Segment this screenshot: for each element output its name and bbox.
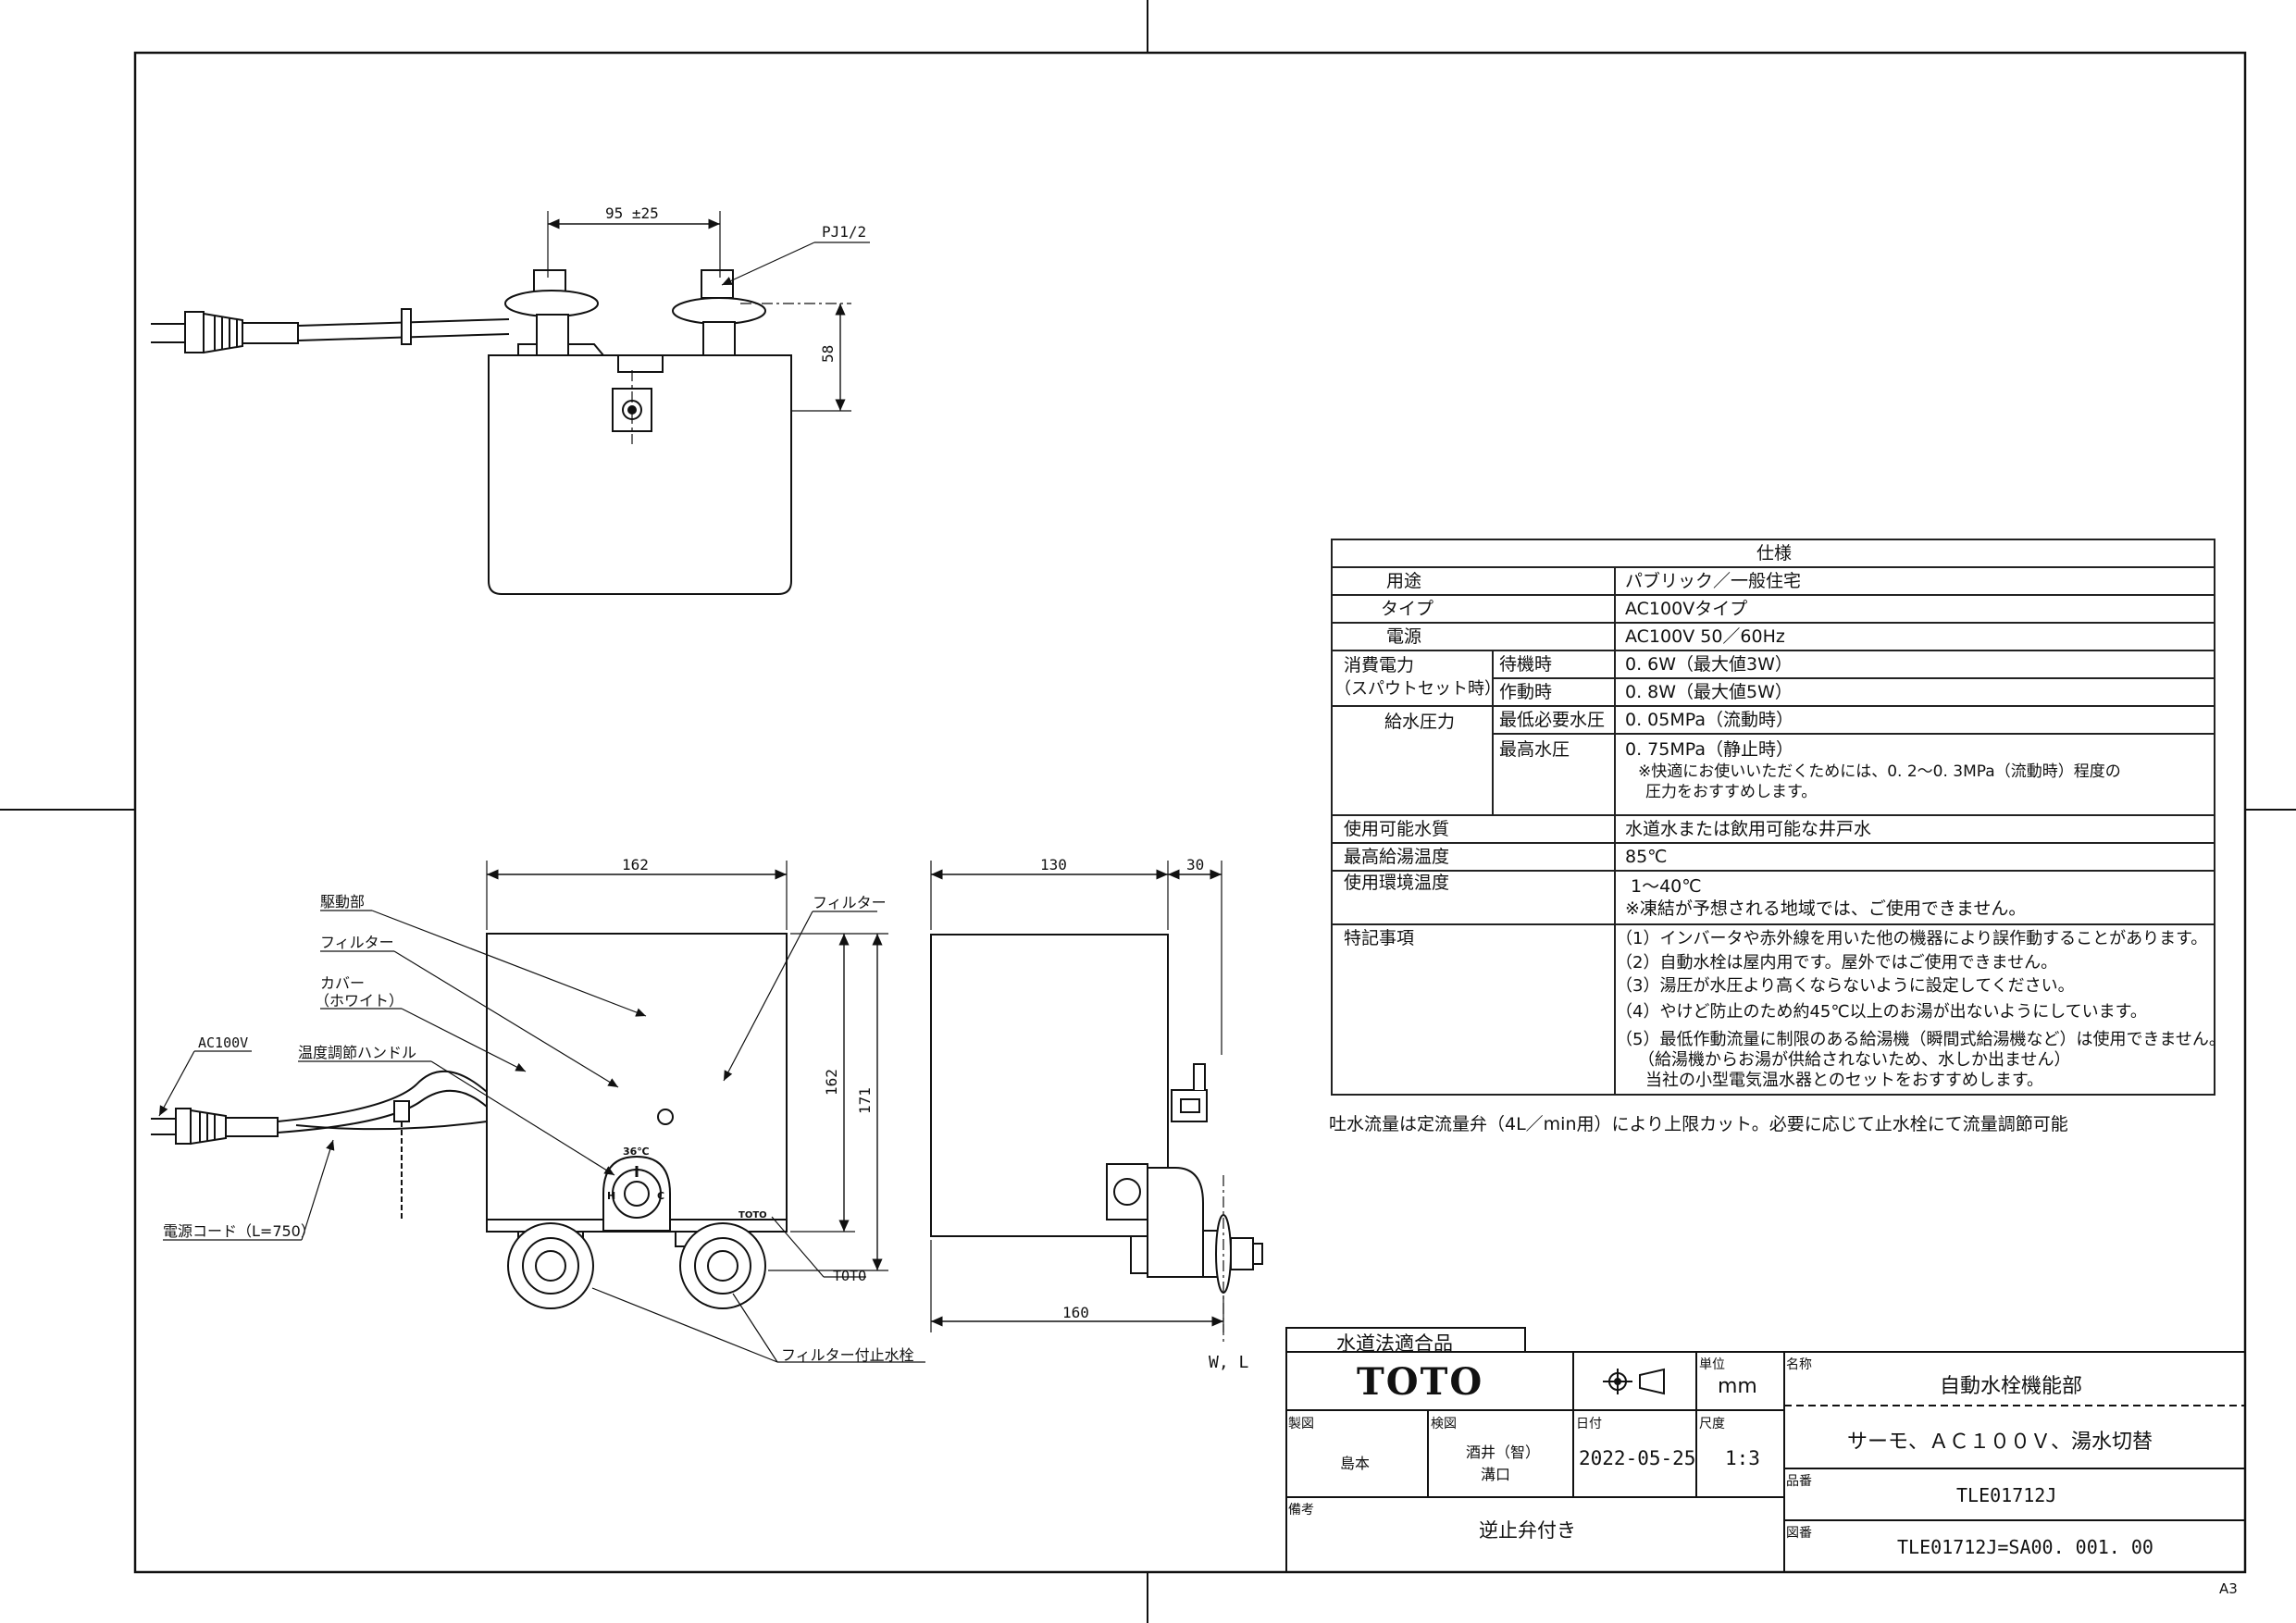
spec-use-label: 用途	[1386, 571, 1422, 591]
spec-title: 仕様	[1756, 543, 1793, 564]
toto-logo: TOTO	[1357, 1360, 1484, 1404]
side-view	[930, 861, 1263, 1342]
dim-front-h1: 162	[823, 1069, 840, 1096]
top-view	[151, 211, 870, 595]
spec-note-2: （2）自動水栓は屋内用です。屋外ではご使用できません。	[1616, 953, 2058, 973]
spec-hot-value: 85℃	[1625, 847, 1668, 867]
spec-notes-label: 特記事項	[1344, 928, 1415, 948]
dim-spacing: 95 ±25	[605, 204, 659, 222]
dim-front-h2: 171	[856, 1087, 874, 1114]
spec-water-label: 使用可能水質	[1344, 819, 1450, 839]
spec-type-value: AC100Vタイプ	[1625, 599, 1748, 619]
spec-power-value: AC100V 50／60Hz	[1625, 626, 1785, 647]
date-value: 2022-05-25	[1579, 1447, 1696, 1469]
checked-label: 検図	[1431, 1417, 1457, 1431]
spec-pressure-label: 給水圧力	[1384, 712, 1456, 732]
dim-side-depth: 130	[1040, 856, 1067, 873]
drawing-label: 図番	[1786, 1526, 1812, 1541]
scale-value: 1:3	[1725, 1447, 1760, 1469]
spec-max-pressure-note-2: 圧力をおすすめします。	[1645, 783, 1818, 801]
dim-side-spout: 30	[1186, 856, 1204, 873]
plug-top-icon	[151, 308, 510, 354]
dim-front-width: 162	[622, 856, 649, 873]
thread-label: PJ1/2	[822, 223, 866, 241]
sheet-size-mark: A3	[2219, 1580, 2238, 1597]
date-label: 日付	[1576, 1417, 1602, 1431]
spec-note-5: （5）最低作動流量に制限のある給湯機（瞬間式給湯機など）は使用できません。	[1616, 1030, 2226, 1049]
spec-note-6: （給湯機からお湯が供給されないため、水しか出ません）	[1638, 1050, 2071, 1070]
sheet-border	[133, 51, 2247, 1574]
name-value: 自動水栓機能部	[1940, 1375, 2083, 1398]
spec-standby-label: 待機時	[1499, 654, 1553, 675]
label-brand: TOTO	[833, 1268, 866, 1284]
body-brand-mark: TOTO	[738, 1210, 767, 1220]
remarks-value: 逆止弁付き	[1479, 1519, 1576, 1542]
dial-temp: 36℃	[623, 1146, 650, 1158]
label-stop-valve: フィルター付止水栓	[781, 1346, 914, 1364]
dim-side-bottom: 160	[1062, 1304, 1089, 1321]
spec-standby-value: 0. 6W（最大値3W）	[1625, 654, 1793, 675]
remarks-label: 備考	[1288, 1503, 1314, 1518]
spec-env-note: ※凍結が予想される地域では、ご使用できません。	[1625, 898, 2027, 919]
front-view	[151, 861, 925, 1363]
drawn-value: 島本	[1340, 1455, 1371, 1472]
spec-use-value: パブリック／一般住宅	[1625, 571, 1802, 591]
scale-label: 尺度	[1699, 1417, 1725, 1431]
compliance-label: 水道法適合品	[1336, 1332, 1453, 1355]
spec-max-pressure-note-1: ※快適にお使いいただくためには、0. 2～0. 3MPa（流動時）程度の	[1638, 762, 2121, 781]
part-label: 品番	[1786, 1474, 1812, 1489]
spec-power-label: 電源	[1386, 626, 1422, 647]
plug-front-icon	[151, 1070, 488, 1146]
wl-mark: W, L	[1209, 1353, 1249, 1372]
unit-value: mm	[1718, 1375, 1757, 1398]
checked-value-1: 酒井（智）	[1466, 1443, 1541, 1461]
spec-table: 仕様 用途 パブリック／一般住宅 タイプ AC100Vタイプ 電源 AC100V…	[1331, 539, 2226, 1096]
spec-hot-label: 最高給湯温度	[1344, 847, 1450, 867]
label-drive-unit: 駆動部	[320, 893, 365, 911]
drawn-label: 製図	[1288, 1417, 1314, 1431]
spec-consumption-label-1: 消費電力	[1344, 655, 1415, 675]
label-temp-handle: 温度調節ハンドル	[298, 1044, 416, 1061]
label-filter: フィルター	[320, 934, 394, 951]
part-value: TLE01712J	[1956, 1484, 2057, 1506]
checked-value-2: 溝口	[1481, 1466, 1511, 1483]
spec-env-value: 1～40℃	[1631, 876, 1702, 897]
spec-type-label: タイプ	[1381, 599, 1434, 619]
spec-note-3: （3）湯圧が水圧より高くならないように設定してください。	[1616, 976, 2075, 996]
label-filter-right: フィルター	[813, 894, 887, 911]
spec-max-pressure-value: 0. 75MPa（静止時）	[1625, 739, 1793, 760]
spec-min-pressure-label: 最低必要水圧	[1499, 710, 1606, 730]
title-block-grid	[1285, 1327, 2246, 1573]
spec-operating-value: 0. 8W（最大値5W）	[1625, 682, 1793, 702]
spec-consumption-label-2: （スパウトセット時）	[1334, 679, 1501, 699]
dial-h: H	[607, 1190, 615, 1202]
spec-min-pressure-value: 0. 05MPa（流動時）	[1625, 710, 1793, 730]
label-power: AC100V	[198, 1035, 248, 1051]
spec-env-label: 使用環境温度	[1344, 873, 1450, 893]
label-cover-1: カバー	[320, 974, 365, 992]
projection-symbol-icon	[1603, 1368, 1665, 1395]
dial-c: C	[657, 1190, 664, 1202]
drawing-value: TLE01712J=SA00. 001. 00	[1897, 1536, 2153, 1558]
label-cover-2: （ホワイト）	[315, 992, 403, 1010]
spec-note-7: 当社の小型電気温水器とのセットをおすすめします。	[1645, 1071, 2044, 1090]
spec-note-4: （4）やけど防止のため約45℃以上のお湯が出ないようにしています。	[1616, 1002, 2147, 1022]
spec-max-pressure-label: 最高水圧	[1499, 739, 1570, 760]
spec-operating-label: 作動時	[1499, 682, 1553, 702]
spec-footnote: 吐水流量は定流量弁（4L／min用）により上限カット。必要に応じて止水栓にて流量…	[1329, 1114, 2068, 1134]
label-cord: 電源コード（L=750）	[163, 1222, 316, 1240]
spec-water-value: 水道水または飲用可能な井戸水	[1625, 819, 1872, 839]
unit-label: 単位	[1699, 1357, 1725, 1372]
spec-note-1: （1）インバータや赤外線を用いた他の機器により誤作動することがあります。	[1616, 929, 2208, 948]
dim-top-height: 58	[819, 345, 837, 363]
name-label: 名称	[1786, 1357, 1812, 1372]
subtitle-value: サーモ、ＡＣ１００Ｖ、湯水切替	[1847, 1431, 2153, 1454]
